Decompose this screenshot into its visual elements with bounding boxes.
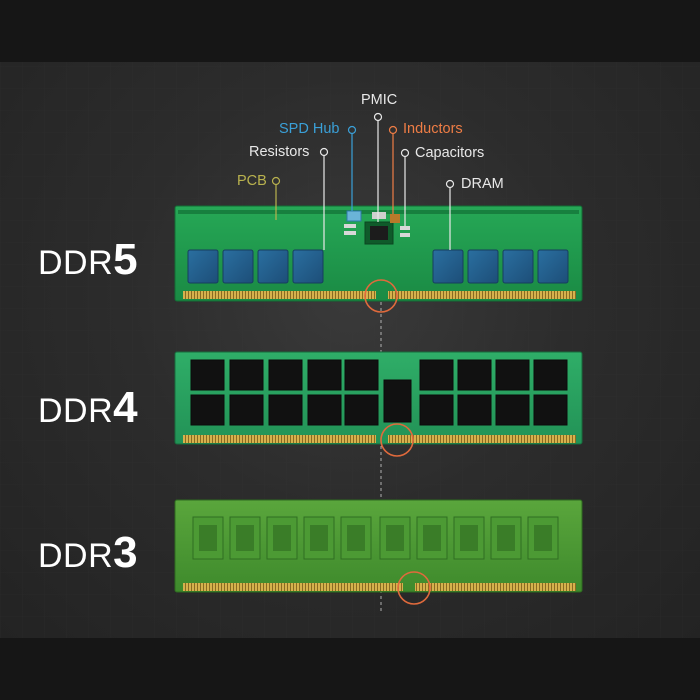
ddr5-dram-right [432, 249, 569, 284]
ddr3-chip-pads [192, 516, 559, 560]
ddr4-notch-circle [380, 423, 414, 457]
ddr4-chips [190, 359, 568, 426]
callout-spd-hub: SPD Hub [279, 121, 340, 137]
ddr3-notch-circle [397, 571, 431, 605]
ddr5-pmic-die [370, 226, 388, 240]
bottom-bar [0, 638, 700, 700]
ddr4-module [174, 351, 583, 457]
ddr3-label-gen: 3 [113, 528, 139, 577]
ddr5-label-prefix: DDR [38, 244, 114, 282]
callout-dram: DRAM [461, 176, 504, 192]
ddr3-pad-windows [199, 525, 552, 551]
ddr3-module [174, 499, 583, 605]
callout-capacitors: Capacitors [415, 145, 485, 161]
ddr4-label-prefix: DDR [38, 392, 114, 430]
callout-inductors: Inductors [403, 121, 463, 137]
ddr5-spd-hub-chip [346, 210, 362, 222]
ddr3-label: DDR3 [38, 531, 138, 575]
ddr5-label: DDR5 [38, 238, 138, 282]
ddr5-notch-circle [364, 279, 398, 313]
callout-pmic: PMIC [361, 92, 398, 108]
ddr5-label-gen: 5 [113, 235, 139, 284]
callout-pcb: PCB [237, 173, 267, 189]
ddr4-contacts-left [183, 435, 376, 443]
top-bar [0, 0, 700, 62]
ddr3-contacts-right [415, 583, 576, 591]
ddr5-module [174, 205, 583, 313]
ddr4-label-gen: 4 [113, 383, 139, 432]
callout-resistors: Resistors [249, 144, 310, 160]
callout-leaders [271, 112, 455, 250]
ddr5-contacts-right [388, 291, 576, 299]
ddr3-contacts-left [183, 583, 403, 591]
ddr5-contacts-left [183, 291, 376, 299]
ddr3-label-prefix: DDR [38, 537, 114, 575]
ddr5-inductor-chip [390, 214, 400, 223]
ddr4-contacts-right [388, 435, 576, 443]
ddr5-dram-left [187, 249, 324, 284]
ddr4-label: DDR4 [38, 386, 138, 430]
